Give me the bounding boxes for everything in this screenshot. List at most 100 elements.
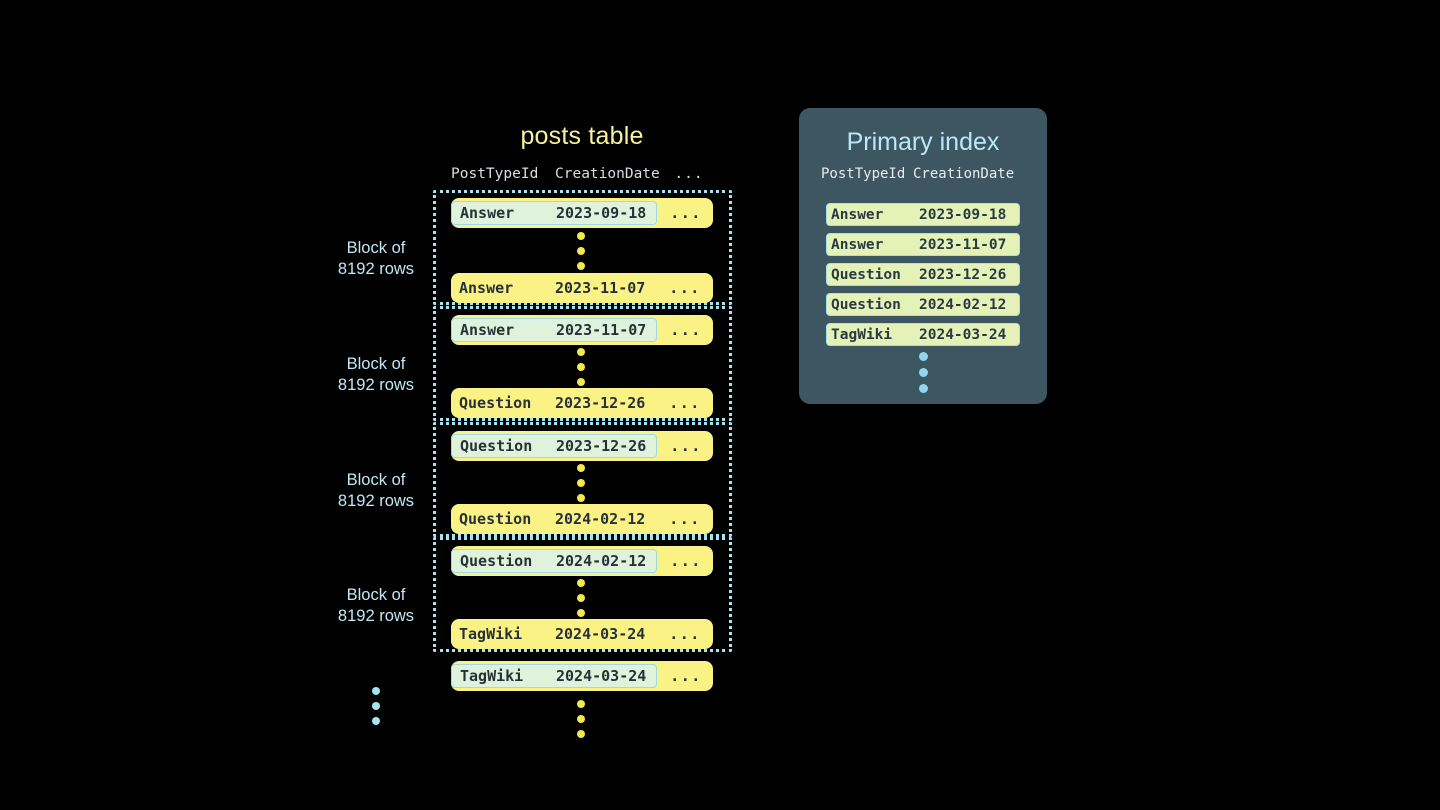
index-row-creationdate: 2023-09-18: [919, 206, 1007, 223]
dot: [577, 579, 585, 587]
block-1: [433, 190, 732, 305]
dot: [577, 464, 585, 472]
dot: [577, 479, 585, 487]
dot: [577, 247, 585, 255]
block-4-label-line2: 8192 rows: [337, 607, 415, 625]
column-header-ellipsis: ...: [674, 166, 704, 182]
table-row: TagWiki 2024-03-24 ...: [451, 619, 713, 649]
block-4-label-line1: Block of: [346, 586, 406, 604]
dot: [372, 702, 380, 710]
block-2-label-line2: 8192 rows: [337, 376, 415, 394]
block-4-label: Block of 8192 rows: [311, 585, 441, 627]
index-row: TagWiki 2024-03-24: [826, 323, 1020, 346]
dot: [577, 715, 585, 723]
row-creationdate: 2024-03-24: [555, 625, 646, 643]
row-posttypeid: Question: [460, 437, 533, 455]
table-row: Answer 2023-11-07 ...: [451, 315, 713, 345]
table-row: Answer 2023-11-07 ...: [451, 273, 713, 303]
row-posttypeid: TagWiki: [459, 625, 523, 643]
row-creationdate: 2023-12-26: [555, 394, 646, 412]
row-ellipsis: ...: [670, 667, 702, 685]
column-header-posttypeid: PostTypeId: [451, 166, 539, 182]
row-creationdate: 2023-12-26: [556, 437, 647, 455]
row-posttypeid: Answer: [460, 204, 515, 222]
index-row-posttypeid: Question: [831, 266, 901, 283]
index-row: Question 2024-02-12: [826, 293, 1020, 316]
dot: [577, 609, 585, 617]
table-row: Question 2024-02-12 ...: [451, 546, 713, 576]
dot: [577, 700, 585, 708]
primary-index-rows: Answer 2023-09-18 Answer 2023-11-07 Ques…: [826, 203, 1020, 346]
dot: [918, 384, 928, 393]
index-row-creationdate: 2024-02-12: [919, 296, 1007, 313]
index-row-creationdate: 2023-11-07: [919, 236, 1007, 253]
block-3-label-line2: 8192 rows: [337, 492, 415, 510]
primary-index-title: Primary index: [846, 128, 1000, 156]
row-ellipsis-dots: [574, 348, 588, 386]
dot: [577, 494, 585, 502]
row-posttypeid: Question: [459, 394, 532, 412]
dot: [372, 687, 380, 695]
posts-table-column-headers: PostTypeId CreationDate ...: [451, 166, 713, 182]
index-row: Question 2023-12-26: [826, 263, 1020, 286]
row-ellipsis-dots: [574, 232, 588, 270]
row-creationdate: 2023-11-07: [556, 321, 647, 339]
row-creationdate: 2024-03-24: [556, 667, 647, 685]
column-header-creationdate: CreationDate: [555, 166, 660, 182]
block-4: [433, 537, 732, 652]
block-3-label-line1: Block of: [346, 471, 406, 489]
row-posttypeid: Question: [459, 510, 532, 528]
index-column-header-posttypeid: PostTypeId: [821, 166, 906, 182]
row-ellipsis-dots: [574, 464, 588, 502]
index-row-posttypeid: Answer: [831, 206, 884, 223]
row-posttypeid: Question: [460, 552, 533, 570]
block-1-label: Block of 8192 rows: [311, 238, 441, 280]
row-posttypeid: TagWiki: [460, 667, 524, 685]
index-row: Answer 2023-11-07: [826, 233, 1020, 256]
row-creationdate: 2023-11-07: [555, 279, 646, 297]
block-2-label: Block of 8192 rows: [311, 354, 441, 396]
table-row: Question 2024-02-12 ...: [451, 504, 713, 534]
row-ellipsis: ...: [670, 437, 702, 455]
block-1-label-line2: 8192 rows: [337, 260, 415, 278]
table-continues-dots: [574, 700, 588, 738]
table-row: TagWiki 2024-03-24 ...: [451, 661, 713, 691]
block-3-label: Block of 8192 rows: [311, 470, 441, 512]
primary-index-column-headers: PostTypeId CreationDate: [821, 166, 1025, 182]
dot: [577, 594, 585, 602]
dot: [577, 378, 585, 386]
index-row-posttypeid: Answer: [831, 236, 884, 253]
index-continues-dots: [799, 352, 1047, 393]
index-row-creationdate: 2024-03-24: [919, 326, 1007, 343]
primary-index-panel: Primary index PostTypeId CreationDate An…: [799, 108, 1047, 404]
row-ellipsis: ...: [669, 510, 701, 528]
table-row: Answer 2023-09-18 ...: [451, 198, 713, 228]
index-column-header-creationdate: CreationDate: [913, 166, 1015, 182]
row-ellipsis: ...: [669, 394, 701, 412]
row-posttypeid: Answer: [459, 279, 514, 297]
row-posttypeid: Answer: [460, 321, 515, 339]
block-2: [433, 306, 732, 421]
dot: [577, 363, 585, 371]
dot: [577, 262, 585, 270]
dot: [577, 348, 585, 356]
posts-table-title: posts table: [520, 122, 644, 150]
row-ellipsis: ...: [670, 321, 702, 339]
row-creationdate: 2023-09-18: [556, 204, 647, 222]
dot: [577, 730, 585, 738]
row-ellipsis: ...: [669, 625, 701, 643]
dot: [918, 368, 928, 377]
row-ellipsis: ...: [670, 204, 702, 222]
row-ellipsis: ...: [670, 552, 702, 570]
dot: [577, 232, 585, 240]
block-3: [433, 422, 732, 537]
table-row: Question 2023-12-26 ...: [451, 388, 713, 418]
row-ellipsis: ...: [669, 279, 701, 297]
index-row: Answer 2023-09-18: [826, 203, 1020, 226]
table-row: Question 2023-12-26 ...: [451, 431, 713, 461]
blocks-continue-dots: [369, 687, 383, 725]
row-creationdate: 2024-02-12: [555, 510, 646, 528]
dot: [918, 352, 928, 361]
row-ellipsis-dots: [574, 579, 588, 617]
